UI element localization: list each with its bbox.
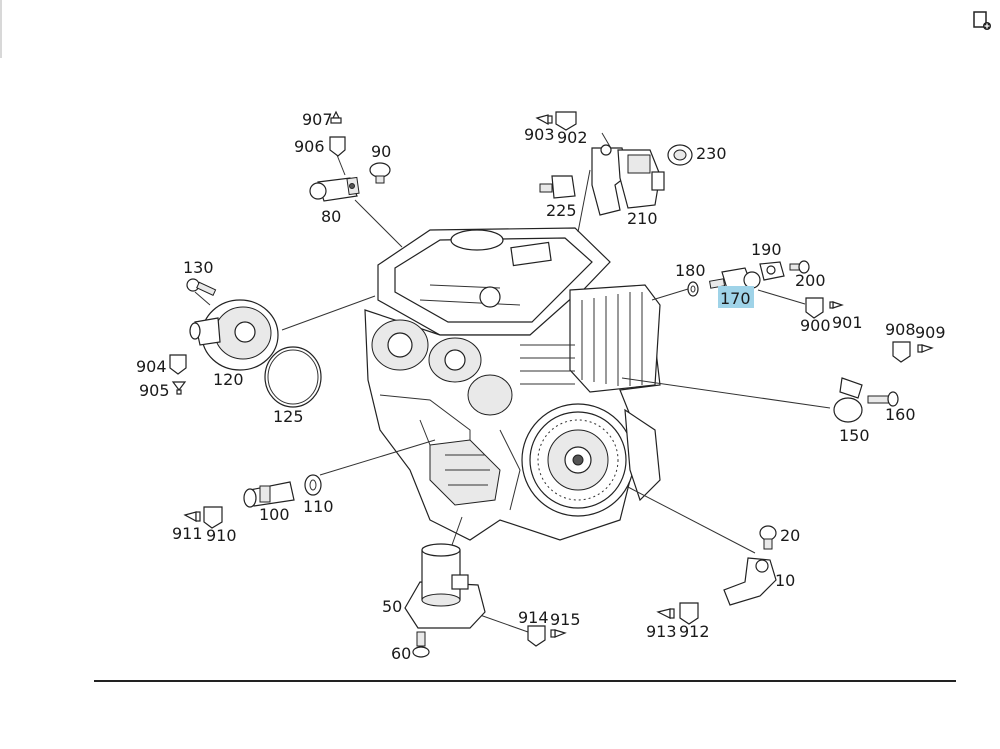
highlight-box [718, 286, 754, 308]
callout-180[interactable]: 180 [675, 261, 706, 280]
part-900[interactable] [805, 297, 824, 319]
leader-lines [194, 132, 831, 633]
callout-910[interactable]: 910 [206, 526, 237, 545]
engine-assembly[interactable] [364, 227, 661, 541]
part-125[interactable] [264, 346, 322, 408]
part-20[interactable] [759, 525, 777, 550]
callout-907[interactable]: 907 [302, 110, 333, 129]
callout-904[interactable]: 904 [136, 357, 167, 376]
callout-914[interactable]: 914 [518, 608, 549, 627]
callout-200[interactable]: 200 [795, 271, 826, 290]
callout-150[interactable]: 150 [839, 426, 870, 445]
part-902[interactable] [555, 111, 577, 131]
callout-905[interactable]: 905 [139, 381, 170, 400]
part-225[interactable] [539, 175, 576, 199]
callout-902[interactable]: 902 [557, 128, 588, 147]
callout-903[interactable]: 903 [524, 125, 555, 144]
part-180[interactable] [687, 281, 699, 297]
part-60[interactable] [412, 631, 430, 658]
part-901[interactable] [829, 301, 844, 309]
part-50[interactable] [404, 543, 486, 629]
callout-170[interactable]: 170 [720, 289, 751, 308]
part-906[interactable] [329, 136, 346, 157]
part-100[interactable] [243, 481, 295, 508]
callout-906[interactable]: 906 [294, 137, 325, 156]
callout-901[interactable]: 901 [832, 313, 863, 332]
part-910[interactable] [203, 506, 223, 529]
part-907[interactable] [330, 110, 342, 124]
part-904[interactable] [169, 354, 187, 375]
callout-10[interactable]: 10 [775, 571, 795, 590]
part-915[interactable] [550, 629, 567, 638]
callout-915[interactable]: 915 [550, 610, 581, 629]
part-230[interactable] [667, 144, 693, 166]
part-10[interactable] [723, 557, 777, 606]
callout-20[interactable]: 20 [780, 526, 800, 545]
callout-120[interactable]: 120 [213, 370, 244, 389]
part-90[interactable] [369, 162, 391, 184]
part-903[interactable] [535, 114, 553, 126]
callout-210[interactable]: 210 [627, 209, 658, 228]
part-150[interactable] [833, 377, 863, 423]
callout-80[interactable]: 80 [321, 207, 341, 226]
callout-900[interactable]: 900 [800, 316, 831, 335]
part-80[interactable] [309, 176, 360, 202]
callout-90[interactable]: 90 [371, 142, 391, 161]
callout-labels: 907 906 90 80 903 902 230 225 210 130 90… [136, 110, 946, 663]
part-160[interactable] [867, 391, 899, 407]
callout-225[interactable]: 225 [546, 201, 577, 220]
document-settings-icon [973, 11, 991, 30]
part-905[interactable] [171, 381, 187, 395]
callout-230[interactable]: 230 [696, 144, 727, 163]
callout-100[interactable]: 100 [259, 505, 290, 524]
document-settings-button[interactable] [970, 8, 994, 32]
part-110[interactable] [304, 474, 322, 496]
callout-190[interactable]: 190 [751, 240, 782, 259]
callout-909[interactable]: 909 [915, 323, 946, 342]
part-190[interactable] [759, 261, 785, 281]
callout-908[interactable]: 908 [885, 320, 916, 339]
callout-125[interactable]: 125 [273, 407, 304, 426]
callout-110[interactable]: 110 [303, 497, 334, 516]
callout-911[interactable]: 911 [172, 524, 203, 543]
part-210[interactable] [591, 144, 665, 216]
part-200[interactable] [789, 260, 810, 274]
part-911[interactable] [183, 511, 201, 523]
part-914[interactable] [527, 625, 546, 647]
callout-130[interactable]: 130 [183, 258, 214, 277]
part-908[interactable] [892, 341, 911, 363]
panel-edge [0, 0, 2, 58]
part-909[interactable] [917, 344, 934, 353]
footer-rule [94, 680, 956, 682]
callout-50[interactable]: 50 [382, 597, 402, 616]
callout-912[interactable]: 912 [679, 622, 710, 641]
callout-160[interactable]: 160 [885, 405, 916, 424]
part-130[interactable] [186, 278, 217, 296]
callout-913[interactable]: 913 [646, 622, 677, 641]
part-913[interactable] [656, 608, 675, 619]
part-120[interactable] [189, 299, 279, 371]
part-912[interactable] [679, 602, 699, 625]
callout-60[interactable]: 60 [391, 644, 411, 663]
